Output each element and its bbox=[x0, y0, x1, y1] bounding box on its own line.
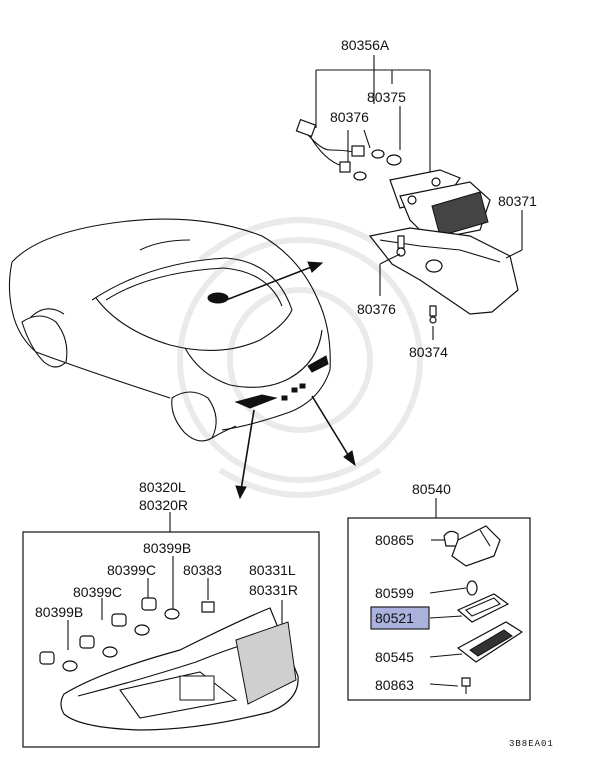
label-80399C-b[interactable]: 80399C bbox=[73, 584, 122, 600]
diagram-code: 3B8EA01 bbox=[509, 739, 554, 749]
label-80376-top[interactable]: 80376 bbox=[330, 109, 369, 125]
label-80383[interactable]: 80383 bbox=[183, 562, 222, 578]
label-80521[interactable]: 80521 bbox=[375, 610, 414, 626]
car-illustration bbox=[8, 218, 331, 442]
tail-lamp-group bbox=[22, 512, 320, 748]
label-80356A[interactable]: 80356A bbox=[341, 37, 390, 53]
label-80331R[interactable]: 80331R bbox=[249, 582, 298, 598]
label-80865[interactable]: 80865 bbox=[375, 532, 414, 548]
watermark-emblem bbox=[177, 217, 423, 498]
tail-sockets bbox=[39, 597, 215, 672]
pointer-arrows bbox=[225, 261, 356, 500]
license-lamp-group bbox=[347, 498, 531, 701]
label-80320L[interactable]: 80320L bbox=[139, 479, 186, 495]
label-80399B-low[interactable]: 80399B bbox=[35, 604, 83, 620]
label-80376-mid[interactable]: 80376 bbox=[357, 301, 396, 317]
label-80375[interactable]: 80375 bbox=[367, 89, 406, 105]
label-80331L[interactable]: 80331L bbox=[249, 562, 296, 578]
label-80374[interactable]: 80374 bbox=[409, 344, 448, 360]
label-80399C-a[interactable]: 80399C bbox=[107, 562, 156, 578]
label-80545[interactable]: 80545 bbox=[375, 649, 414, 665]
label-80863[interactable]: 80863 bbox=[375, 677, 414, 693]
label-80599[interactable]: 80599 bbox=[375, 585, 414, 601]
label-80399B-top[interactable]: 80399B bbox=[143, 540, 191, 556]
label-80320R[interactable]: 80320R bbox=[139, 497, 188, 513]
high-mount-lamp-group bbox=[295, 55, 523, 340]
label-80540[interactable]: 80540 bbox=[412, 481, 451, 497]
label-80371[interactable]: 80371 bbox=[498, 193, 537, 209]
highlight-80521[interactable] bbox=[370, 606, 430, 630]
